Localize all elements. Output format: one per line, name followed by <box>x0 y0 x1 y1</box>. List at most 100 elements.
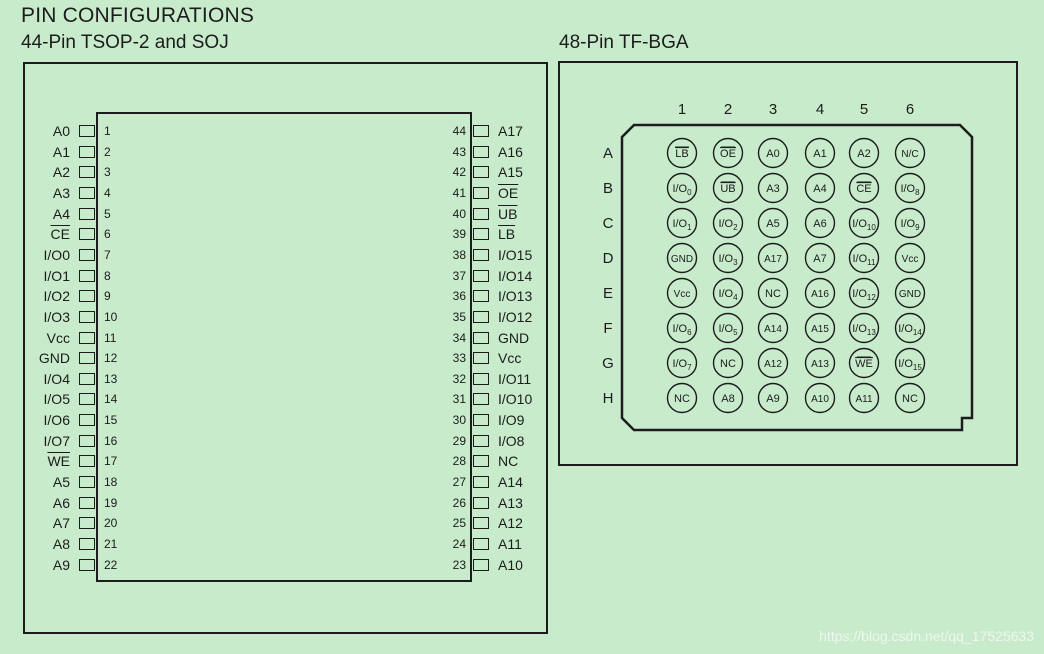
pin-number: 35 <box>452 309 466 324</box>
bga-ball <box>894 382 926 414</box>
pin-name: A11 <box>498 536 522 552</box>
bga-ball <box>757 137 789 169</box>
pin-number: 5 <box>104 206 111 221</box>
bga-ball <box>757 242 789 274</box>
pin-number: 36 <box>452 289 466 304</box>
bga-ball <box>894 137 926 169</box>
bga-ball-label: A9 <box>766 393 779 405</box>
pin-box <box>79 476 95 489</box>
bga-row-label: A <box>603 145 613 162</box>
pin-box <box>473 248 489 261</box>
pin-number: 26 <box>452 495 466 510</box>
pin-name: UB <box>498 205 518 222</box>
bga-ball-label: I/O3 <box>718 253 738 267</box>
pin-number: 14 <box>104 392 118 407</box>
bga-ball <box>757 207 789 239</box>
pin-number: 18 <box>104 475 118 490</box>
bga-package-title: 48-Pin TF-BGA <box>559 32 689 53</box>
bga-ball-label: A14 <box>764 324 782 335</box>
pin-box <box>473 517 489 530</box>
bga-ball <box>894 312 926 344</box>
bga-ball-label: CE <box>856 183 871 195</box>
bga-ball <box>848 277 880 309</box>
pin-box <box>79 393 95 406</box>
bga-column-label: 3 <box>769 101 777 118</box>
pin-box <box>79 455 95 468</box>
bga-column-label: 4 <box>816 101 824 118</box>
pin-name: I/O3 <box>43 308 70 325</box>
bga-ball <box>666 207 698 239</box>
pin-box <box>79 496 95 509</box>
pin-number: 41 <box>452 185 466 200</box>
pin-name: Vcc <box>498 350 522 367</box>
bga-ball-label: NC <box>674 393 690 405</box>
bga-row-label: B <box>603 180 613 197</box>
pin-name: GND <box>38 350 70 367</box>
bga-ball-label: WE <box>855 358 873 370</box>
bga-ball <box>757 347 789 379</box>
pin-number: 33 <box>452 351 466 366</box>
pin-name: I/O5 <box>43 391 70 408</box>
bga-ball <box>894 242 926 274</box>
bga-ball-label: A2 <box>857 148 870 160</box>
pin-number: 11 <box>104 330 117 345</box>
pin-name: A15 <box>498 164 523 181</box>
pin-box <box>473 558 489 571</box>
pin-number: 38 <box>452 247 466 262</box>
pin-box <box>79 228 95 241</box>
pin-box <box>473 393 489 406</box>
pin-name: I/O11 <box>498 370 532 387</box>
bga-ball <box>894 277 926 309</box>
pin-box <box>473 476 489 489</box>
pin-name: I/O1 <box>43 267 70 284</box>
bga-ball-label: A4 <box>813 183 826 195</box>
bga-ball <box>666 382 698 414</box>
pin-box <box>473 414 489 427</box>
pin-box <box>473 186 489 199</box>
pin-number: 4 <box>104 185 111 200</box>
bga-ball-label: GND <box>899 289 921 300</box>
bga-ball-label: I/O11 <box>853 253 877 267</box>
pin-box <box>79 186 95 199</box>
bga-ball-label: I/O8 <box>900 183 920 197</box>
bga-ball-label: I/O2 <box>718 218 738 232</box>
pin-number: 21 <box>104 537 118 551</box>
pin-box <box>473 352 489 365</box>
bga-ball <box>666 277 698 309</box>
pin-number: 3 <box>104 165 111 180</box>
pin-box <box>473 331 489 344</box>
bga-ball-label: I/O1 <box>672 218 692 232</box>
pin-box <box>473 455 489 468</box>
pin-number: 24 <box>452 537 466 551</box>
bga-ball <box>712 242 744 274</box>
pin-name: A12 <box>498 515 523 532</box>
bga-column-label: 2 <box>724 101 732 118</box>
pin-number: 39 <box>452 227 466 242</box>
pin-box <box>79 352 95 365</box>
pin-name: I/O7 <box>43 432 70 449</box>
pin-name: I/O8 <box>498 432 525 449</box>
bga-ball <box>712 347 744 379</box>
pin-number: 1 <box>104 124 111 138</box>
bga-ball <box>894 207 926 239</box>
pin-box <box>79 310 95 323</box>
pin-name: A7 <box>52 515 70 532</box>
bga-column-label: 5 <box>860 101 868 118</box>
bga-diagram-frame <box>558 61 1018 466</box>
pin-name: A14 <box>498 474 523 491</box>
pin-box <box>79 248 95 261</box>
pin-box <box>473 372 489 385</box>
bga-ball <box>848 242 880 274</box>
pin-number: 9 <box>104 289 111 304</box>
bga-ball <box>666 312 698 344</box>
pin-name: A2 <box>52 164 70 181</box>
pin-box <box>79 538 95 550</box>
pin-name: A4 <box>52 205 70 222</box>
bga-ball-label: OE <box>720 148 736 160</box>
bga-ball-label: Vcc <box>902 254 919 265</box>
bga-ball <box>712 382 744 414</box>
pin-name: NC <box>498 453 519 470</box>
bga-ball-label: A3 <box>766 183 779 195</box>
pin-box <box>79 517 95 530</box>
bga-ball-label: NC <box>720 358 736 370</box>
